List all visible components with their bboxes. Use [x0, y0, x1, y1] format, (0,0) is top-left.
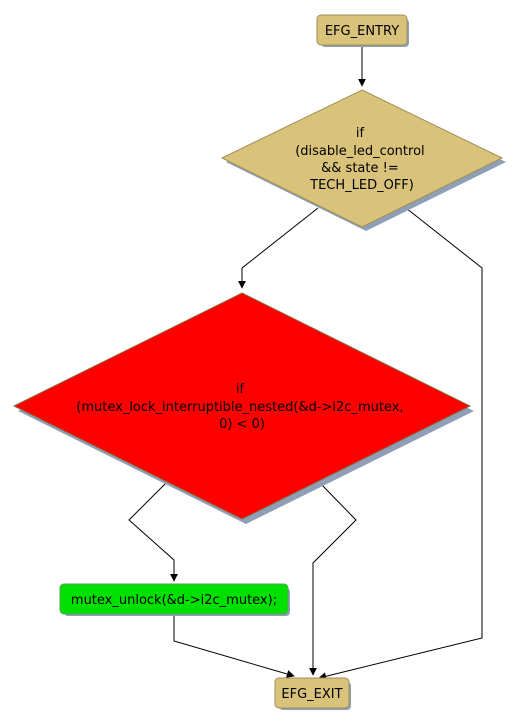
exit-node: EFG_EXIT: [274, 677, 351, 710]
unlock-node: mutex_unlock(&d->i2c_mutex);: [59, 583, 290, 616]
edge-decision1-true: [238, 207, 319, 289]
exit-label: EFG_EXIT: [281, 687, 342, 702]
decision2-node: if (mutex_lock_interruptible_nested(&d->…: [12, 292, 474, 524]
unlock-label: mutex_unlock(&d->i2c_mutex);: [71, 593, 277, 608]
decision1-line-3: && state !=: [321, 161, 399, 176]
edges: [128, 46, 483, 681]
edge-decision2-false: [309, 482, 357, 676]
decision2-line-3: 0) < 0): [219, 417, 265, 432]
edge-decision2-true: [128, 482, 178, 582]
decision1-label: if (disable_led_control && state != TECH…: [295, 126, 429, 193]
entry-label: EFG_ENTRY: [325, 24, 399, 39]
decision1-diamond: [220, 89, 504, 228]
decision2-line-2: (mutex_lock_interruptible_nested(&d->i2c…: [76, 400, 403, 415]
exit-box: [274, 677, 350, 709]
decision1-line-2: (disable_led_control: [295, 144, 424, 159]
entry-node: EFG_ENTRY: [316, 14, 409, 47]
edge-decision1-false: [318, 207, 483, 681]
decision2-line-1: if: [236, 382, 245, 397]
decision1-line-4: TECH_LED_OFF): [309, 178, 414, 193]
decision1-node: if (disable_led_control && state != TECH…: [220, 89, 506, 231]
decision2-label: if (mutex_lock_interruptible_nested(&d->…: [76, 382, 407, 432]
unlock-box: [59, 583, 289, 615]
decision1-line-1: if: [356, 126, 365, 141]
decision2-diamond: [12, 292, 472, 520]
edge-unlock-to-exit: [173, 614, 295, 678]
entry-box: [316, 14, 408, 46]
